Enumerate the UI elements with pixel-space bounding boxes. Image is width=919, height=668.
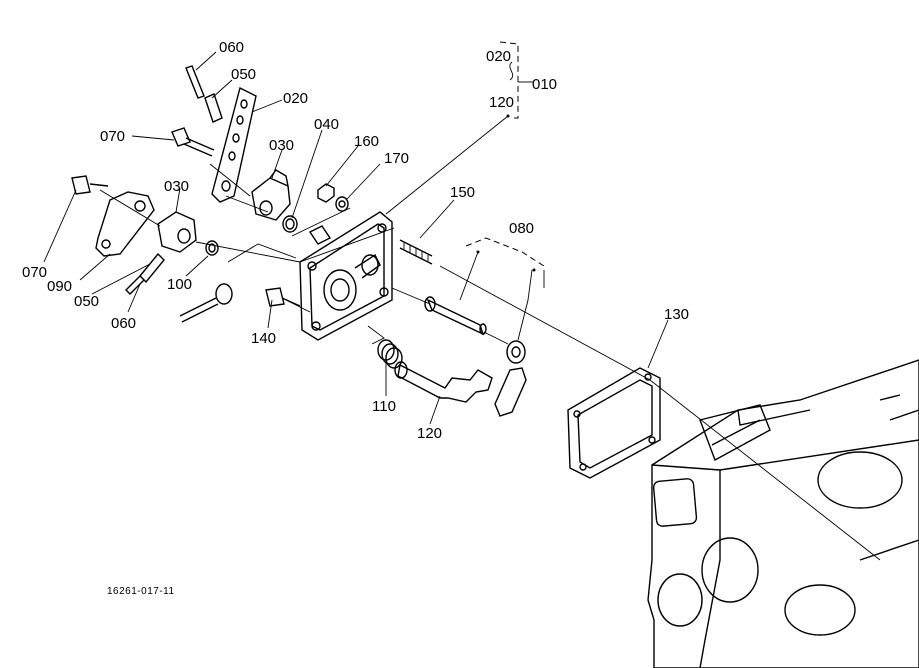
bracket-080-dashed: [465, 237, 545, 288]
bolt-070-left: [71, 175, 109, 195]
leader-lines: [43, 51, 669, 425]
adjusting-screw: [179, 283, 233, 323]
pin-060-upper: [185, 65, 205, 99]
label-080: 080: [509, 220, 534, 237]
label-120-top: 120: [489, 94, 514, 111]
nut-160: [317, 183, 335, 203]
stud-bolt-150: [399, 239, 433, 265]
lever-090: [95, 191, 155, 257]
label-090: 090: [47, 278, 72, 295]
spring-pin-050-upper: [204, 93, 223, 123]
label-050-top: 050: [231, 66, 256, 83]
label-120: 120: [417, 425, 442, 442]
lever-block-030-left: [157, 211, 197, 253]
o-ring-100: [205, 240, 219, 256]
label-040: 040: [314, 116, 339, 133]
assembly-lines: [99, 115, 881, 561]
engine-block: [647, 359, 919, 668]
label-110: 110: [372, 398, 396, 415]
bolt-070-upper: [171, 127, 215, 157]
label-070-left: 070: [22, 264, 47, 281]
spring-110: [377, 339, 403, 369]
label-070-top: 070: [100, 128, 125, 145]
label-060-left: 060: [111, 315, 136, 332]
lever-block-030-upper: [251, 169, 291, 221]
shaft-150: [424, 296, 487, 336]
label-160: 160: [354, 133, 379, 150]
cylinder-boss: [308, 225, 332, 245]
figure-code: 16261-017-11: [107, 586, 175, 597]
spring-pin-050-left: [139, 252, 165, 284]
lever-080: [494, 340, 527, 417]
label-170: 170: [384, 150, 409, 167]
label-010: 010: [532, 76, 557, 93]
label-020: 020: [283, 90, 308, 107]
label-140: 140: [251, 330, 276, 347]
label-060-top: 060: [219, 39, 244, 56]
label-020-top: 020: [486, 48, 511, 65]
o-ring-040: [282, 215, 298, 233]
label-150: 150: [450, 184, 475, 201]
label-100: 100: [167, 276, 192, 293]
label-050-left: 050: [74, 293, 99, 310]
fork-lever-120: [394, 361, 493, 403]
governor-cover-plate: [299, 211, 393, 341]
label-030-upper: 030: [269, 137, 294, 154]
lever-plate-020: [211, 86, 257, 203]
label-030-left: 030: [164, 178, 189, 195]
bracket-010-dashed: [499, 41, 534, 119]
washer-170: [335, 196, 349, 212]
pin-060-left: [125, 275, 145, 295]
gasket-130: [567, 367, 661, 479]
label-130: 130: [664, 306, 689, 323]
